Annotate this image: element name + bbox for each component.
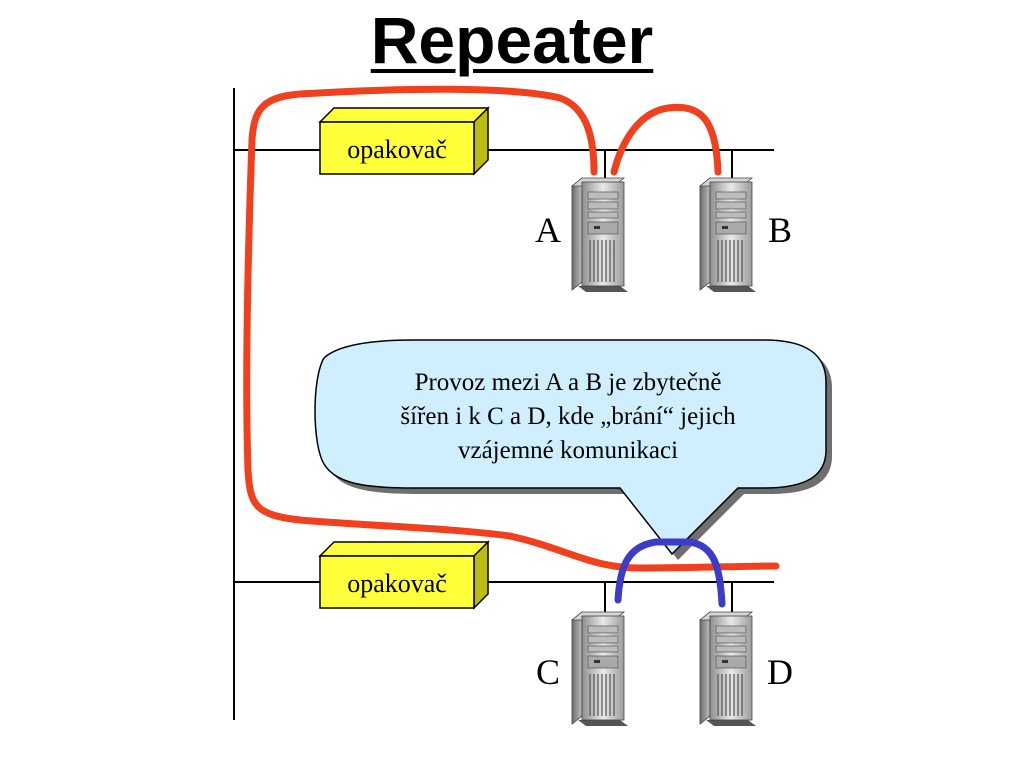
traffic-path: [243, 85, 780, 572]
computer-label-c: C: [536, 652, 560, 692]
computer-a-icon: [571, 177, 629, 293]
computer-label-a: A: [535, 210, 561, 250]
computer-d-icon: [699, 611, 757, 727]
repeater-lower: opakovač: [318, 540, 490, 610]
repeater-label: opakovač: [347, 135, 447, 164]
collision-path: [614, 538, 726, 608]
callout-line: šířen i k C a D, kde „brání“ jejich: [400, 403, 736, 430]
computer-b-icon: [699, 177, 757, 293]
repeater-upper: opakovač: [318, 106, 490, 176]
repeater-label: opakovač: [347, 569, 447, 598]
computer-label-b: B: [768, 210, 792, 250]
callout-text: Provoz mezi A a B je zbytečně šířen i k …: [400, 369, 736, 464]
callout-line: vzájemné komunikaci: [458, 437, 678, 464]
callout-bubble: [314, 339, 827, 556]
computer-label-d: D: [767, 652, 793, 692]
page-title: Repeater: [370, 3, 654, 77]
computer-c-icon: [571, 611, 629, 727]
callout-line: Provoz mezi A a B je zbytečně: [415, 369, 722, 396]
